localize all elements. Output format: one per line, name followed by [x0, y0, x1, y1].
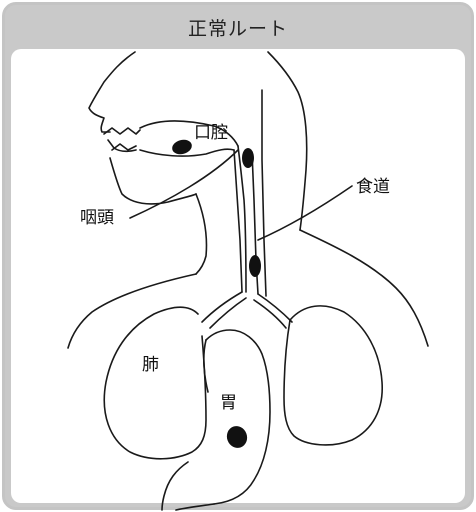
jaw-outline	[110, 158, 196, 204]
pointer-pharynx	[130, 150, 238, 218]
label-pharynx: 咽頭	[80, 208, 114, 228]
back-of-head	[268, 52, 307, 230]
label-stomach: 胃	[220, 393, 237, 413]
shoulder-right	[300, 230, 428, 346]
pharynx-dot	[242, 148, 254, 168]
stomach-dot	[224, 423, 250, 451]
bronchus-left-inner	[210, 298, 246, 328]
stomach-outline	[206, 330, 270, 504]
right-lung	[284, 306, 382, 445]
bronchus-right-inner	[254, 300, 286, 328]
left-lung	[104, 307, 206, 459]
neck-front	[196, 194, 207, 274]
torso-left	[162, 462, 188, 510]
bronchus-right	[258, 294, 292, 322]
esophagus-right	[262, 90, 266, 296]
torso-right	[176, 504, 214, 510]
label-lung: 肺	[142, 355, 159, 375]
upper-teeth	[104, 128, 140, 134]
mouth-dot	[171, 138, 194, 157]
label-mouth: 口腔	[194, 123, 228, 143]
label-esophagus: 食道	[356, 177, 390, 197]
head-outline	[89, 52, 135, 132]
esophagus-dot	[249, 255, 261, 277]
shoulder-left	[68, 274, 196, 348]
